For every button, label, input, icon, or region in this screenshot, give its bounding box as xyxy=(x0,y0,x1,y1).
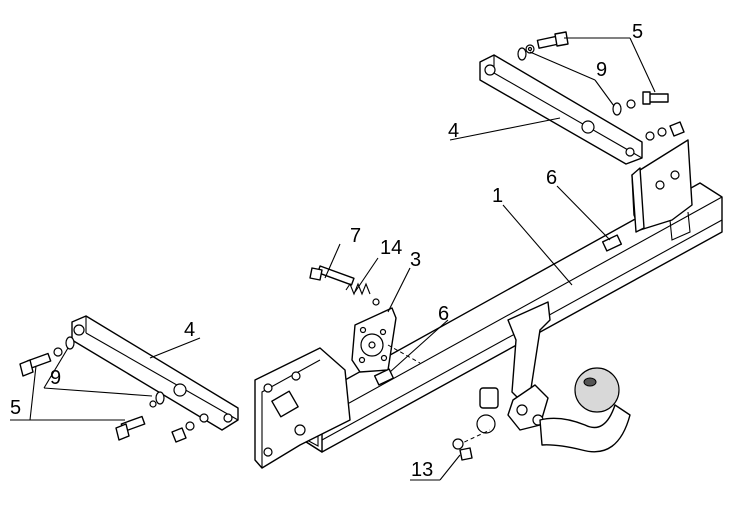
callout-6-top: 6 xyxy=(546,167,557,189)
callout-14: 14 xyxy=(380,237,402,259)
callout-5-left: 5 xyxy=(10,397,21,419)
leader-lines xyxy=(10,37,656,481)
callout-9-top: 9 xyxy=(596,59,607,81)
right-mounting-plate xyxy=(479,54,643,165)
callout-3: 3 xyxy=(410,249,421,271)
callout-13: 13 xyxy=(411,459,433,481)
callout-1: 1 xyxy=(492,185,503,207)
right-top-fasteners xyxy=(517,31,685,141)
callout-9-left: 9 xyxy=(50,367,61,389)
callout-6-mid: 6 xyxy=(438,303,449,325)
callout-7: 7 xyxy=(350,225,361,247)
callout-4-left: 4 xyxy=(184,319,195,341)
callout-5-top: 5 xyxy=(632,21,643,43)
callout-4-top: 4 xyxy=(448,120,459,142)
beam-pins xyxy=(373,234,623,386)
left-mounting-plate xyxy=(71,315,239,431)
left-fasteners xyxy=(19,336,209,443)
right-side-bracket xyxy=(631,139,693,241)
left-side-bracket xyxy=(254,347,351,469)
callout-labels: 1 3 4 4 5 5 6 6 7 9 9 13 14 xyxy=(10,21,643,481)
tow-ball-assembly xyxy=(452,301,631,461)
socket-plate-assembly xyxy=(309,265,421,373)
